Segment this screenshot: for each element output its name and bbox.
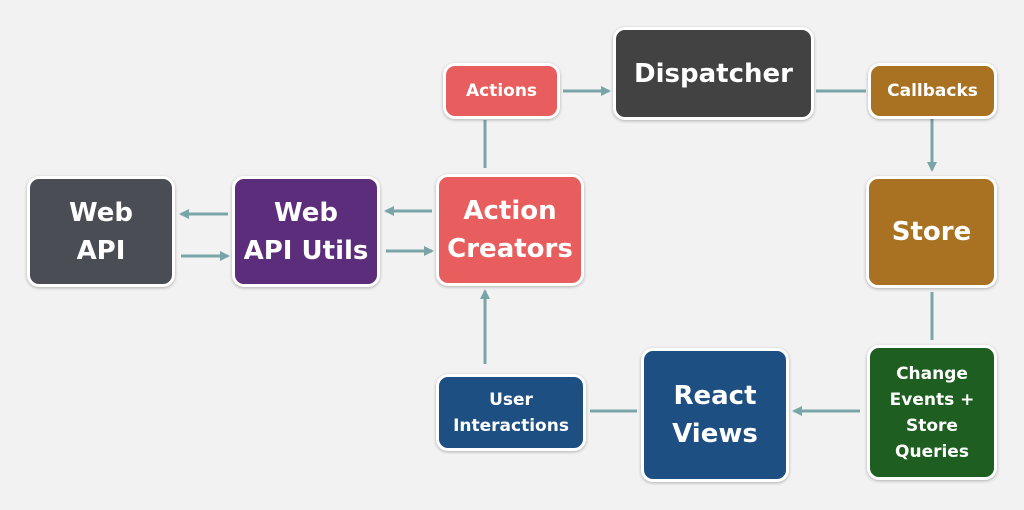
node-change-events-store-queries: Change Events + Store Queries bbox=[867, 345, 997, 480]
node-react-views: React Views bbox=[641, 348, 789, 482]
node-action-creators: Action Creators bbox=[436, 174, 584, 286]
node-dispatcher: Dispatcher bbox=[613, 27, 814, 120]
node-web-api-utils: Web API Utils bbox=[232, 176, 380, 287]
node-actions: Actions bbox=[443, 63, 560, 119]
node-user-interactions: User Interactions bbox=[436, 374, 586, 451]
node-store: Store bbox=[866, 176, 997, 288]
node-callbacks: Callbacks bbox=[868, 63, 997, 119]
node-web-api: Web API bbox=[27, 176, 175, 287]
